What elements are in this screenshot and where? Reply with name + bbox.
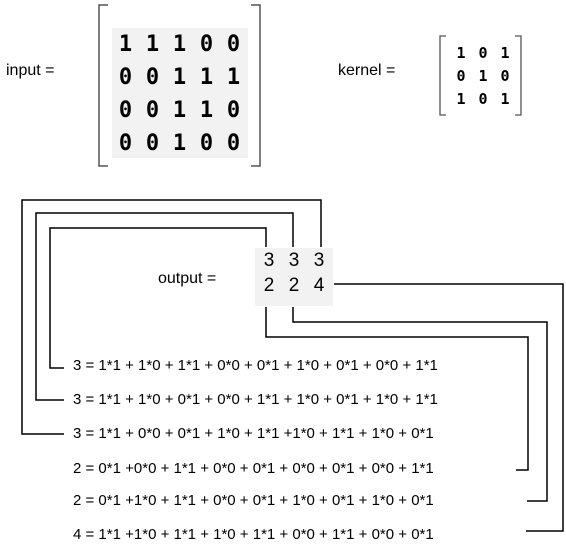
input-cell: 1 — [172, 131, 187, 156]
input-right-bracket — [251, 4, 261, 167]
kernel-cell: 0 — [500, 66, 510, 85]
input-row: 0 0 1 0 0 — [112, 127, 248, 160]
connector-row2-col3 — [334, 283, 564, 532]
output-cell: 3 — [288, 249, 300, 271]
output-cell: 3 — [313, 249, 325, 271]
kernel-cell: 1 — [456, 89, 466, 108]
connector-row1-col3 — [21, 199, 322, 435]
input-cell: 0 — [199, 32, 214, 57]
input-row: 0 0 1 1 1 — [112, 61, 248, 94]
kernel-cell: 0 — [478, 89, 488, 108]
kernel-cell: 0 — [456, 66, 466, 85]
equation-line: 3 = 1*1 + 0*0 + 0*1 + 1*0 + 1*1 +1*0 + 1… — [73, 425, 434, 442]
equation-line: 2 = 0*1 +0*0 + 1*1 + 0*0 + 0*1 + 0*0 + 0… — [73, 460, 434, 477]
input-cell: 1 — [172, 32, 187, 57]
input-cell: 1 — [172, 98, 187, 123]
output-cell: 4 — [313, 274, 325, 296]
kernel-left-bracket — [439, 35, 446, 116]
output-cell: 2 — [288, 274, 300, 296]
connector-row1-col2 — [35, 212, 294, 401]
connector-row2-col1 — [265, 307, 529, 471]
input-cell: 0 — [226, 32, 241, 57]
input-cell: 1 — [118, 32, 133, 57]
output-label: output = — [158, 270, 217, 287]
equation-line: 3 = 1*1 + 1*0 + 0*1 + 0*0 + 1*1 + 1*0 + … — [73, 391, 438, 408]
input-cell: 0 — [145, 65, 160, 90]
equation-line: 4 = 1*1 +1*0 + 1*1 + 1*0 + 1*1 + 0*0 + 1… — [73, 526, 434, 543]
connector-row2-col2 — [292, 307, 548, 502]
input-cell: 0 — [118, 131, 133, 156]
input-cell: 0 — [145, 131, 160, 156]
kernel-matrix: 1 0 1 0 1 0 1 0 1 — [448, 40, 518, 110]
input-cell: 1 — [199, 98, 214, 123]
input-cell: 1 — [226, 65, 241, 90]
output-cell: 2 — [263, 274, 275, 296]
connector-row1-col1 — [49, 227, 267, 369]
input-cell: 0 — [118, 65, 133, 90]
input-cell: 1 — [172, 65, 187, 90]
input-cell: 0 — [118, 98, 133, 123]
input-label: input = — [6, 62, 55, 79]
output-row: 2 2 4 — [255, 273, 333, 298]
output-row: 3 3 3 — [255, 248, 333, 273]
input-matrix: 1 1 1 0 0 0 0 1 1 1 0 0 1 1 0 0 0 1 0 0 — [112, 28, 248, 158]
input-cell: 0 — [145, 98, 160, 123]
output-matrix: 3 3 3 2 2 4 — [255, 248, 333, 306]
kernel-cell: 1 — [478, 66, 488, 85]
input-cell: 1 — [199, 65, 214, 90]
kernel-row: 1 0 1 — [448, 40, 518, 63]
output-cell: 3 — [263, 249, 275, 271]
kernel-cell: 1 — [500, 89, 510, 108]
kernel-cell: 0 — [478, 43, 488, 62]
input-cell: 1 — [145, 32, 160, 57]
kernel-row: 0 1 0 — [448, 63, 518, 86]
input-row: 1 1 1 0 0 — [112, 28, 248, 61]
kernel-right-bracket — [515, 35, 522, 116]
equation-line: 3 = 1*1 + 1*0 + 1*1 + 0*0 + 0*1 + 1*0 + … — [73, 357, 438, 374]
kernel-cell: 1 — [500, 43, 510, 62]
equation-line: 2 = 0*1 +1*0 + 1*1 + 0*0 + 0*1 + 1*0 + 0… — [73, 492, 434, 509]
kernel-row: 1 0 1 — [448, 86, 518, 109]
input-cell: 0 — [199, 131, 214, 156]
input-left-bracket — [98, 4, 108, 167]
kernel-cell: 1 — [456, 43, 466, 62]
input-cell: 0 — [226, 98, 241, 123]
input-row: 0 0 1 1 0 — [112, 94, 248, 127]
kernel-label: kernel = — [338, 62, 396, 79]
input-cell: 0 — [226, 131, 241, 156]
